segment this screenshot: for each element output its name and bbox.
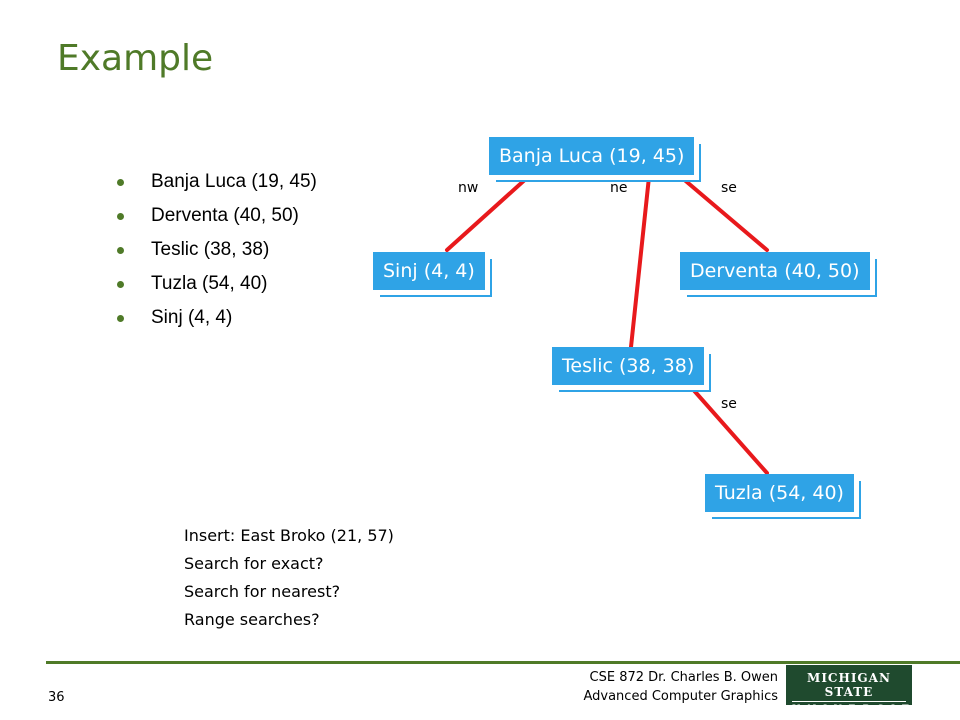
tree-node-teslic: Teslic (38, 38): [552, 347, 705, 385]
edge-label-se-teslic: se: [721, 396, 737, 412]
city-list: Banja Luca (19, 45) Derventa (40, 50) Te…: [117, 165, 317, 335]
note-line: Insert: East Broko (21, 57): [184, 526, 394, 545]
edge-teslic-tuzla: [688, 384, 769, 475]
footer-divider: [46, 661, 960, 664]
bullet-icon: [117, 281, 124, 288]
list-item: Derventa (40, 50): [117, 199, 317, 233]
tree-node-derventa: Derventa (40, 50): [680, 252, 870, 290]
edge-label-ne: ne: [610, 180, 628, 196]
tree-node-root: Banja Luca (19, 45): [489, 137, 695, 175]
list-item-text: Banja Luca (19, 45): [151, 171, 317, 192]
logo-line-2: UNIVERSITY: [792, 701, 922, 715]
tree-node-tuzla: Tuzla (54, 40): [705, 474, 854, 512]
list-item-text: Sinj (4, 4): [151, 307, 233, 328]
note-line: Search for nearest?: [184, 582, 341, 601]
edge-root-sinj: [445, 175, 530, 252]
list-item: Sinj (4, 4): [117, 301, 317, 335]
footer-credits: CSE 872 Dr. Charles B. Owen Advanced Com…: [583, 668, 778, 706]
edge-root-teslic: [629, 175, 651, 349]
bullet-icon: [117, 213, 124, 220]
tree-node-sinj: Sinj (4, 4): [373, 252, 485, 290]
slide-title: Example: [57, 38, 214, 79]
questions-block: Insert: East Broko (21, 57) Search for e…: [184, 522, 394, 634]
page-number: 36: [48, 690, 65, 705]
list-item-text: Derventa (40, 50): [151, 205, 299, 226]
list-item-text: Teslic (38, 38): [151, 239, 270, 260]
list-item-text: Tuzla (54, 40): [151, 273, 268, 294]
list-item: Tuzla (54, 40): [117, 267, 317, 301]
list-item: Teslic (38, 38): [117, 233, 317, 267]
logo-line-1: MICHIGAN STATE: [807, 671, 891, 699]
list-item: Banja Luca (19, 45): [117, 165, 317, 199]
bullet-icon: [117, 247, 124, 254]
footer-subject: Advanced Computer Graphics: [583, 689, 778, 704]
bullet-icon: [117, 179, 124, 186]
footer-course: CSE 872 Dr. Charles B. Owen: [589, 670, 778, 685]
edge-label-se: se: [721, 180, 737, 196]
note-line: Range searches?: [184, 610, 320, 629]
note-line: Search for exact?: [184, 554, 324, 573]
edge-label-nw: nw: [458, 180, 479, 196]
edge-root-derventa: [679, 175, 769, 252]
bullet-icon: [117, 315, 124, 322]
msu-logo: MICHIGAN STATE UNIVERSITY: [786, 665, 922, 715]
